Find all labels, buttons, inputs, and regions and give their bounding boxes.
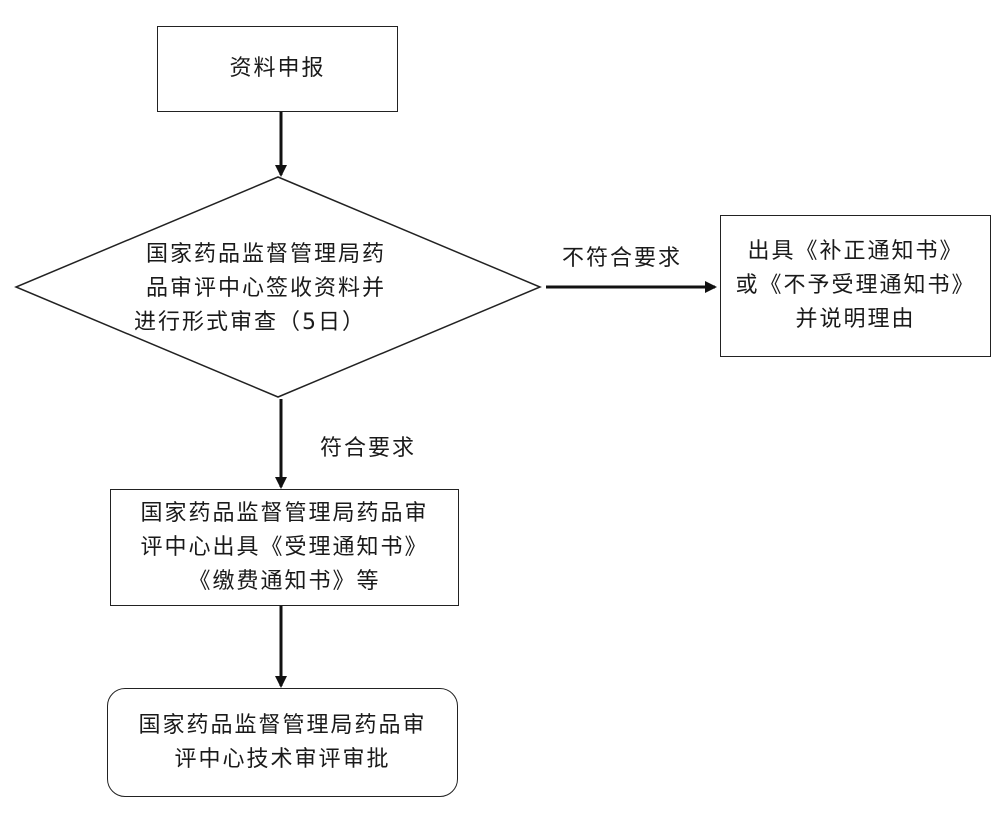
submit-node-text: 资料申报 (229, 52, 325, 86)
reject-node: 出具《补正通知书》 或《不予受理通知书》 并说明理由 (720, 215, 991, 357)
approve-node: 国家药品监督管理局药品审 评中心技术审评审批 (107, 688, 458, 797)
review-node-line: 国家药品监督管理局药 (146, 242, 387, 267)
review-node-line: 进行形式审查（5日） (134, 310, 366, 335)
accept-node-line: 《缴费通知书》等 (188, 568, 381, 594)
accept-node-text: 国家药品监督管理局药品审 评中心出具《受理通知书》 《缴费通知书》等 (140, 497, 428, 599)
submit-node: 资料申报 (157, 26, 398, 112)
review-node-text: 国家药品监督管理局药 品审评中心签收资料并 进行形式审查（5日） (100, 238, 460, 340)
review-node-line: 品审评中心签收资料并 (146, 276, 387, 301)
review-diamond (14, 176, 542, 398)
reject-node-line: 出具《补正通知书》 (747, 239, 964, 264)
reject-node-line: 并说明理由 (795, 307, 916, 332)
approve-node-line: 国家药品监督管理局药品审 (138, 712, 427, 738)
reject-node-line: 或《不予受理通知书》 (735, 273, 976, 298)
accept-node: 国家药品监督管理局药品审 评中心出具《受理通知书》 《缴费通知书》等 (110, 489, 459, 606)
accept-node-line: 国家药品监督管理局药品审 (140, 500, 429, 526)
approve-node-text: 国家药品监督管理局药品审 评中心技术审评审批 (138, 709, 426, 777)
edge-label-meet: 符合要求 (320, 436, 417, 461)
submit-node-line: 资料申报 (229, 56, 326, 81)
edge-label-not-meet: 不符合要求 (562, 246, 683, 271)
approve-node-line: 评中心技术审评审批 (174, 746, 391, 772)
accept-node-line: 评中心出具《受理通知书》 (140, 534, 429, 560)
reject-node-text: 出具《补正通知书》 或《不予受理通知书》 并说明理由 (735, 235, 975, 337)
